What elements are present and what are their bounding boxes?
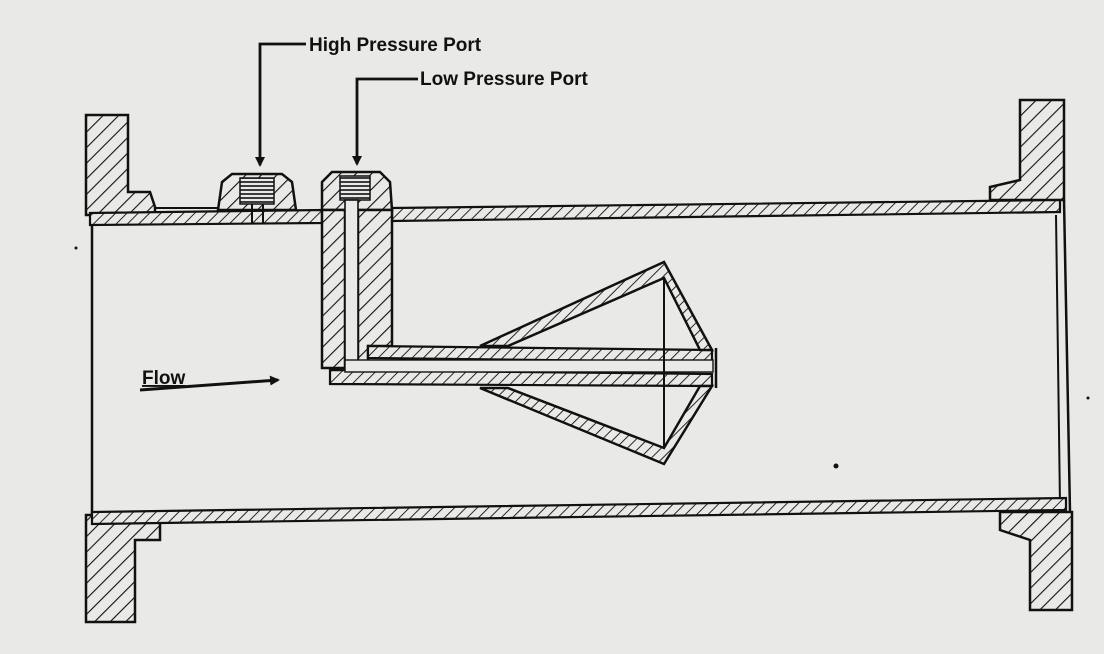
support-strut-right: [356, 208, 394, 370]
high-pressure-port-leader: [255, 42, 306, 167]
tube-bore: [344, 359, 714, 373]
low-pressure-port-callout: Low Pressure Port: [352, 69, 589, 166]
right-flange-face: [1062, 199, 1072, 513]
high-pressure-port-thread: [239, 177, 275, 205]
paper-speck: [74, 246, 78, 250]
paper-speck: [833, 463, 839, 469]
v-cone-lower: [479, 384, 715, 466]
flow-label: Flow: [142, 368, 185, 389]
right-flange: [988, 98, 1074, 612]
right-flange-bottom: [998, 510, 1074, 612]
flow-arrow: [139, 375, 280, 392]
high-pressure-port-label: High Pressure Port: [309, 35, 482, 56]
high-pressure-port-fitting: [216, 172, 298, 223]
low-pressure-port-leader: [352, 77, 418, 166]
v-cone-upper: [479, 260, 715, 352]
low-pressure-port-fitting: [320, 170, 394, 370]
paper-speck: [1086, 396, 1090, 400]
support-strut-left: [320, 208, 347, 370]
cone-support-tube: [328, 344, 718, 388]
pipe-bottom-wall: [90, 496, 1068, 526]
flow-callout: Flow: [139, 368, 280, 392]
right-flange-face-inner: [1055, 214, 1061, 506]
pipe-top-wall-left: [88, 208, 324, 227]
v-cone: [479, 260, 715, 466]
low-pressure-port-label: Low Pressure Port: [420, 69, 589, 90]
high-pressure-port-callout: High Pressure Port: [255, 35, 482, 167]
strut-bore: [344, 199, 359, 369]
low-pressure-port-thread: [339, 175, 371, 201]
